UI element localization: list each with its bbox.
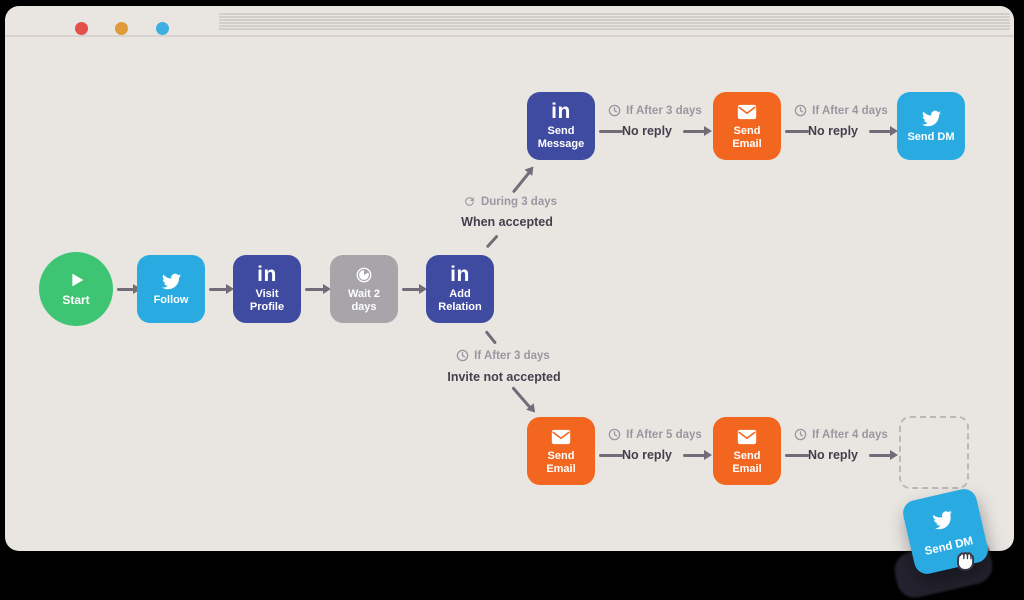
edge-label: No reply [621,448,672,462]
branch-not-accepted-label: Invite not accepted [447,370,561,384]
browser-window: Start Follow in Visit Profile Wait 2 day… [5,6,1014,551]
node-send-email-top[interactable]: Send Email [713,92,781,160]
dragged-node-send-dm[interactable]: Send DM [900,486,991,577]
header-decor-line [219,13,1010,15]
linkedin-icon: in [257,263,277,287]
node-label: Send Message [537,124,585,150]
node-label: Start [62,293,90,308]
arrow-connector [209,288,227,291]
traffic-light-orange-icon[interactable] [115,22,128,35]
edge-label: No reply [621,124,672,138]
edge-label: No reply [807,124,858,138]
clock-icon [794,428,807,441]
loop-icon [465,197,474,206]
node-start[interactable]: Start [39,252,113,326]
node-label: Visit Profile [249,287,285,313]
node-send-message[interactable]: in Send Message [527,92,595,160]
node-send-dm[interactable]: Send DM [897,92,965,160]
envelope-icon [737,427,757,447]
edge-condition: If After 5 days [597,428,713,441]
header-decor-line [219,28,1010,30]
edge-label: No reply [807,448,858,462]
twitter-icon [921,108,941,128]
node-label: Send Email [732,449,762,475]
branch-accepted-condition: During 3 days [430,195,590,208]
header-decor-line [219,22,1010,24]
node-visit-profile[interactable]: in Visit Profile [233,255,301,323]
node-label: Send Email [732,124,762,150]
header-decor-line [219,16,1010,18]
node-label: Wait 2 days [348,287,380,313]
twitter-icon [931,508,956,535]
envelope-icon [551,427,571,447]
edge-line [785,130,809,133]
arrow-connector [511,386,532,409]
envelope-icon [737,102,757,122]
timer-icon [355,265,373,285]
arrow-connector [683,130,705,133]
traffic-light-red-icon[interactable] [75,22,88,35]
clock-icon [794,104,807,117]
node-wait[interactable]: Wait 2 days [330,255,398,323]
edge-line [785,454,809,457]
branch-line [484,330,498,345]
linkedin-icon: in [551,100,571,124]
twitter-icon [161,271,181,291]
edge-condition: If After 4 days [783,104,899,117]
header-separator [5,35,1014,37]
arrow-connector [869,130,891,133]
header-decor-line [219,19,1010,21]
traffic-light-blue-icon[interactable] [156,22,169,35]
arrow-connector [511,171,531,194]
clock-icon [608,104,621,117]
branch-line [485,234,499,249]
edge-condition: If After 3 days [597,104,713,117]
play-icon [65,270,87,290]
node-send-email-bottom-left[interactable]: Send Email [527,417,595,485]
linkedin-icon: in [450,263,470,287]
node-label: Send DM [923,535,975,558]
node-follow[interactable]: Follow [137,255,205,323]
edge-line [599,130,623,133]
arrow-connector [305,288,324,291]
node-label: Send Email [546,449,576,475]
arrow-connector [869,454,891,457]
arrow-connector [117,288,134,291]
arrow-connector [402,288,420,291]
node-send-email-bottom-right[interactable]: Send Email [713,417,781,485]
node-label: Send DM [907,131,955,144]
header-decor-line [219,25,1010,27]
arrow-connector [683,454,705,457]
node-label: Follow [153,294,189,307]
clock-icon [608,428,621,441]
node-label: Add Relation [438,287,482,313]
edge-condition: If After 4 days [783,428,899,441]
edge-line [599,454,623,457]
clock-icon [456,349,469,362]
branch-not-accepted-condition: If After 3 days [423,349,583,362]
drop-target-placeholder[interactable] [899,416,969,489]
branch-accepted-label: When accepted [461,215,553,229]
node-add-relation[interactable]: in Add Relation [426,255,494,323]
